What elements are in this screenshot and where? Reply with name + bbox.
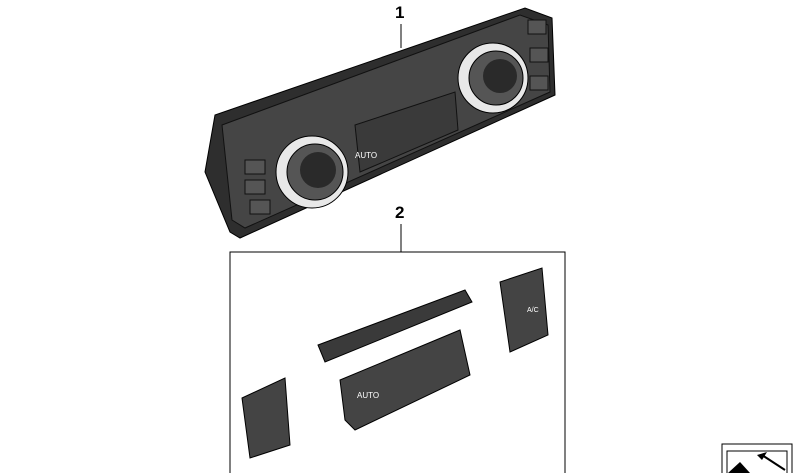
callout-1: 1 [395,3,405,22]
climate-control-unit: AUTO [204,7,556,239]
top-strip [317,289,473,363]
auto-button-label: AUTO [355,151,377,160]
button-panel-set: AUTO A/C [241,267,549,459]
button [529,75,549,91]
auto-label: AUTO [357,391,379,400]
left-knob [275,135,349,209]
arrow-navigation-icon[interactable] [721,443,793,473]
part-2-frame [229,251,566,473]
button [529,47,549,63]
ac-label: A/C [527,307,539,314]
right-knob [457,42,529,114]
callout-2: 2 [395,203,405,222]
button [527,19,547,35]
center-panel [339,329,471,431]
button [244,179,266,195]
left-panel [241,377,291,459]
button [249,199,271,215]
right-panel [499,267,549,353]
button [244,159,266,175]
